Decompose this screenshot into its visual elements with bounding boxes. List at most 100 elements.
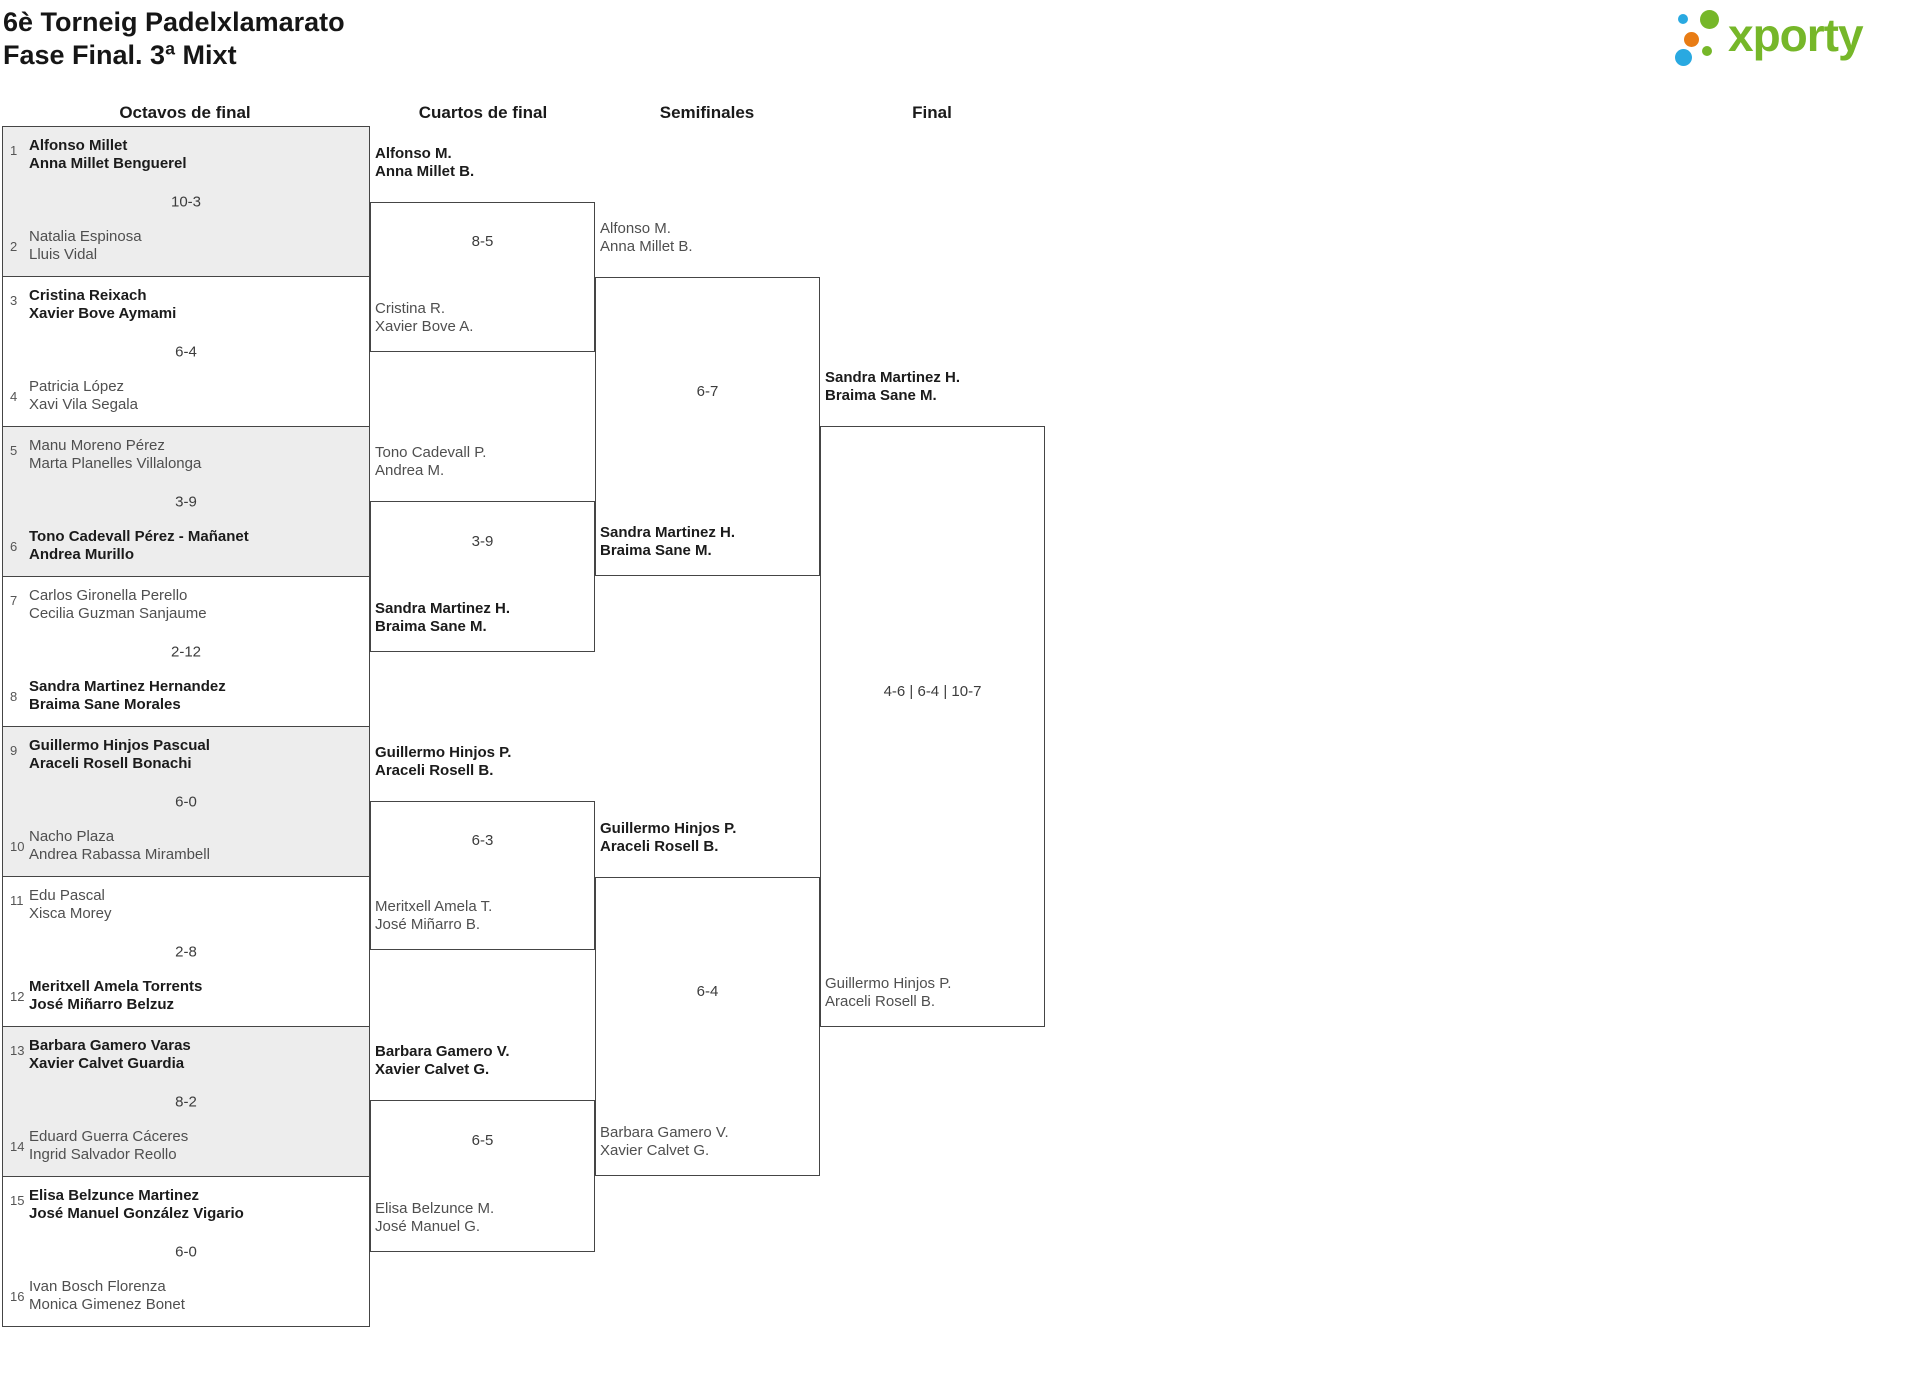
- team-name-line: Andrea M.: [375, 462, 445, 479]
- tournament-name: 6è Torneig Padelxlamarato: [3, 7, 345, 37]
- column-header-cuartos: Cuartos de final: [418, 103, 548, 122]
- team-name-line: Meritxell Amela Torrents: [29, 978, 203, 995]
- team-name-line: Cristina R.: [375, 300, 446, 317]
- team-label: Guillermo Hinjos P.Araceli Rosell B.: [825, 975, 951, 1011]
- team-name-line: Araceli Rosell B.: [600, 838, 719, 855]
- logo-dot-green-small: [1702, 46, 1712, 56]
- team-name-line: Carlos Gironella Perello: [29, 587, 188, 604]
- team-name-line: Anna Millet Benguerel: [29, 155, 187, 172]
- team-name-line: Guillermo Hinjos P.: [825, 975, 952, 992]
- match-score: 6-0: [175, 793, 197, 810]
- seed-number: 11: [10, 893, 24, 908]
- team-name-line: Alfonso M.: [600, 220, 671, 237]
- team-name-line: Barbara Gamero V.: [375, 1043, 510, 1060]
- team-name-line: Sandra Martinez H.: [375, 600, 511, 617]
- team-label: Barbara Gamero V.Xavier Calvet G.: [375, 1043, 510, 1079]
- seed-number: 16: [10, 1289, 25, 1304]
- xporty-logo: xporty: [1674, 8, 1920, 70]
- team-name-line: Araceli Rosell Bonachi: [29, 755, 192, 772]
- team-name-line: Ingrid Salvador Reollo: [29, 1146, 177, 1163]
- seed-number: 13: [10, 1043, 25, 1058]
- team-name-line: Sandra Martinez H.: [600, 524, 736, 541]
- team-label: Guillermo Hinjos P.Araceli Rosell B.: [600, 820, 736, 856]
- team-name-line: Cecilia Guzman Sanjaume: [29, 605, 207, 622]
- cuartos-connector-box: [370, 202, 595, 352]
- team-name-line: Manu Moreno Pérez: [29, 437, 165, 454]
- team-name-line: Lluis Vidal: [29, 246, 98, 263]
- cuartos-connector-box: [370, 501, 595, 652]
- team-name-line: Braima Sane M.: [375, 618, 487, 635]
- team-name-line: Sandra Martinez H.: [825, 369, 961, 386]
- team-label: Sandra Martinez H.Braima Sane M.: [600, 524, 735, 560]
- team-name-line: Xisca Morey: [29, 905, 112, 922]
- seed-number: 3: [10, 293, 18, 308]
- match-score: 6-4: [696, 983, 719, 1000]
- team-name-line: Patricia López: [29, 378, 125, 395]
- team-name-line: Edu Pascal: [29, 887, 105, 904]
- page-title: 6è Torneig Padelxlamarato Fase Final. 3ª…: [3, 6, 345, 72]
- team-name-line: Guillermo Hinjos P.: [375, 744, 512, 761]
- column-header-final: Final: [912, 103, 952, 122]
- team-name-line: Monica Gimenez Bonet: [29, 1296, 185, 1313]
- team-name-line: José Manuel G.: [375, 1218, 481, 1235]
- semifinales-connector-box: [595, 277, 820, 576]
- team-label: Elisa Belzunce M.José Manuel G.: [375, 1200, 494, 1236]
- logo-dot-orange: [1684, 32, 1699, 47]
- column-header-octavos: Octavos de final: [119, 103, 251, 122]
- team-name-line: Tono Cadevall P.: [375, 444, 487, 461]
- team-name-line: Braima Sane M.: [825, 387, 937, 404]
- seed-number: 6: [10, 539, 18, 554]
- team-name-line: Barbara Gamero V.: [600, 1124, 729, 1141]
- final-connector-box: [820, 426, 1045, 1027]
- team-name-line: Marta Planelles Villalonga: [29, 455, 202, 472]
- seed-number: 9: [10, 743, 18, 758]
- seed-number: 10: [10, 839, 25, 854]
- match-score: 2-12: [170, 643, 202, 660]
- cuartos-connector-box: [370, 801, 595, 950]
- team-label: Tono Cadevall P.Andrea M.: [375, 444, 486, 480]
- team-label: Alfonso M.Anna Millet B.: [600, 220, 693, 256]
- match-score: 3-9: [471, 533, 494, 550]
- team-name-line: José Miñarro Belzuz: [29, 996, 175, 1013]
- team-name-line: Araceli Rosell B.: [375, 762, 494, 779]
- team-name-line: Xavier Calvet Guardia: [29, 1055, 185, 1072]
- team-name-line: Alfonso Millet: [29, 137, 128, 154]
- phase-name: Fase Final. 3ª Mixt: [3, 40, 237, 70]
- team-name-line: Eduard Guerra Cáceres: [29, 1128, 189, 1145]
- team-name-line: Elisa Belzunce M.: [375, 1200, 495, 1217]
- team-name-line: Natalia Espinosa: [29, 228, 142, 245]
- team-label: Sandra Martinez H.Braima Sane M.: [375, 600, 510, 636]
- team-name-line: Elisa Belzunce Martinez: [29, 1187, 200, 1204]
- team-label: Guillermo Hinjos P.Araceli Rosell B.: [375, 744, 511, 780]
- team-name-line: Xavier Bove Aymami: [29, 305, 177, 322]
- match-score: 8-2: [175, 1093, 197, 1110]
- team-name-line: Xavier Bove A.: [375, 318, 474, 335]
- team-name-line: Andrea Rabassa Mirambell: [29, 846, 210, 863]
- team-name-line: Andrea Murillo: [29, 546, 135, 563]
- team-name-line: Alfonso M.: [375, 145, 452, 162]
- match-score: 6-4: [175, 343, 197, 360]
- team-label: Cristina R.Xavier Bove A.: [375, 300, 473, 336]
- seed-number: 8: [10, 689, 18, 704]
- seed-number: 1: [10, 143, 18, 158]
- logo-dot-blue-large: [1675, 49, 1692, 66]
- match-score: 3-9: [175, 493, 197, 510]
- seed-number: 15: [10, 1193, 25, 1208]
- team-name-line: Nacho Plaza: [29, 828, 115, 845]
- team-name-line: José Miñarro B.: [375, 916, 481, 933]
